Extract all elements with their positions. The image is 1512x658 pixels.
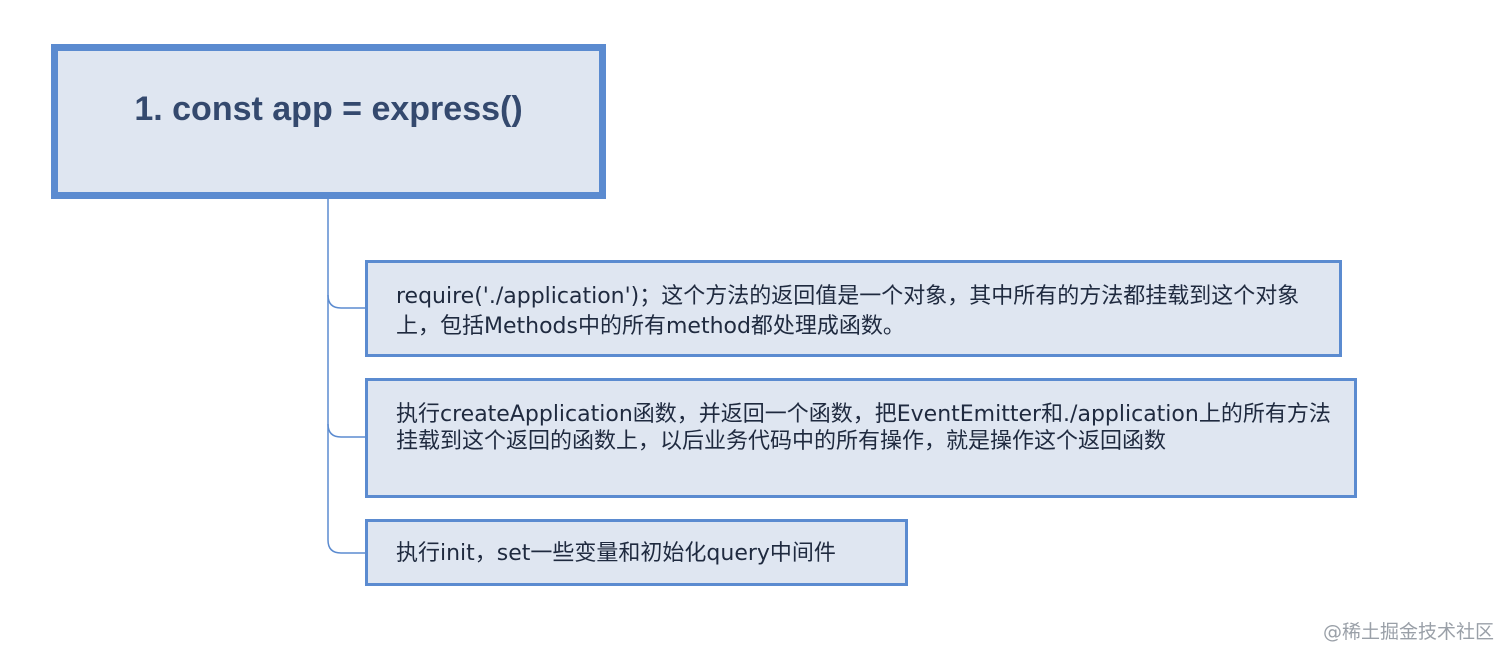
child-node-init: 执行init，set一些变量和初始化query中间件 xyxy=(365,519,908,586)
root-node-title: 1. const app = express() xyxy=(134,90,523,128)
child-node-require-application: require('./application')；这个方法的返回值是一个对象，其… xyxy=(365,260,1342,357)
root-node: 1. const app = express() xyxy=(51,44,606,199)
child-node-text: require('./application')；这个方法的返回值是一个对象，其… xyxy=(396,284,1300,339)
child-node-create-application: 执行createApplication函数，并返回一个函数，把EventEmit… xyxy=(365,378,1357,498)
connector-branch-1 xyxy=(327,294,366,309)
connector-branch-2 xyxy=(327,423,366,438)
child-node-text: 执行init，set一些变量和初始化query中间件 xyxy=(396,541,836,566)
child-node-text: 执行createApplication函数，并返回一个函数，把EventEmit… xyxy=(396,402,1331,454)
watermark: @稀土掘金技术社区 xyxy=(1322,621,1494,643)
connector-trunk xyxy=(327,199,366,554)
